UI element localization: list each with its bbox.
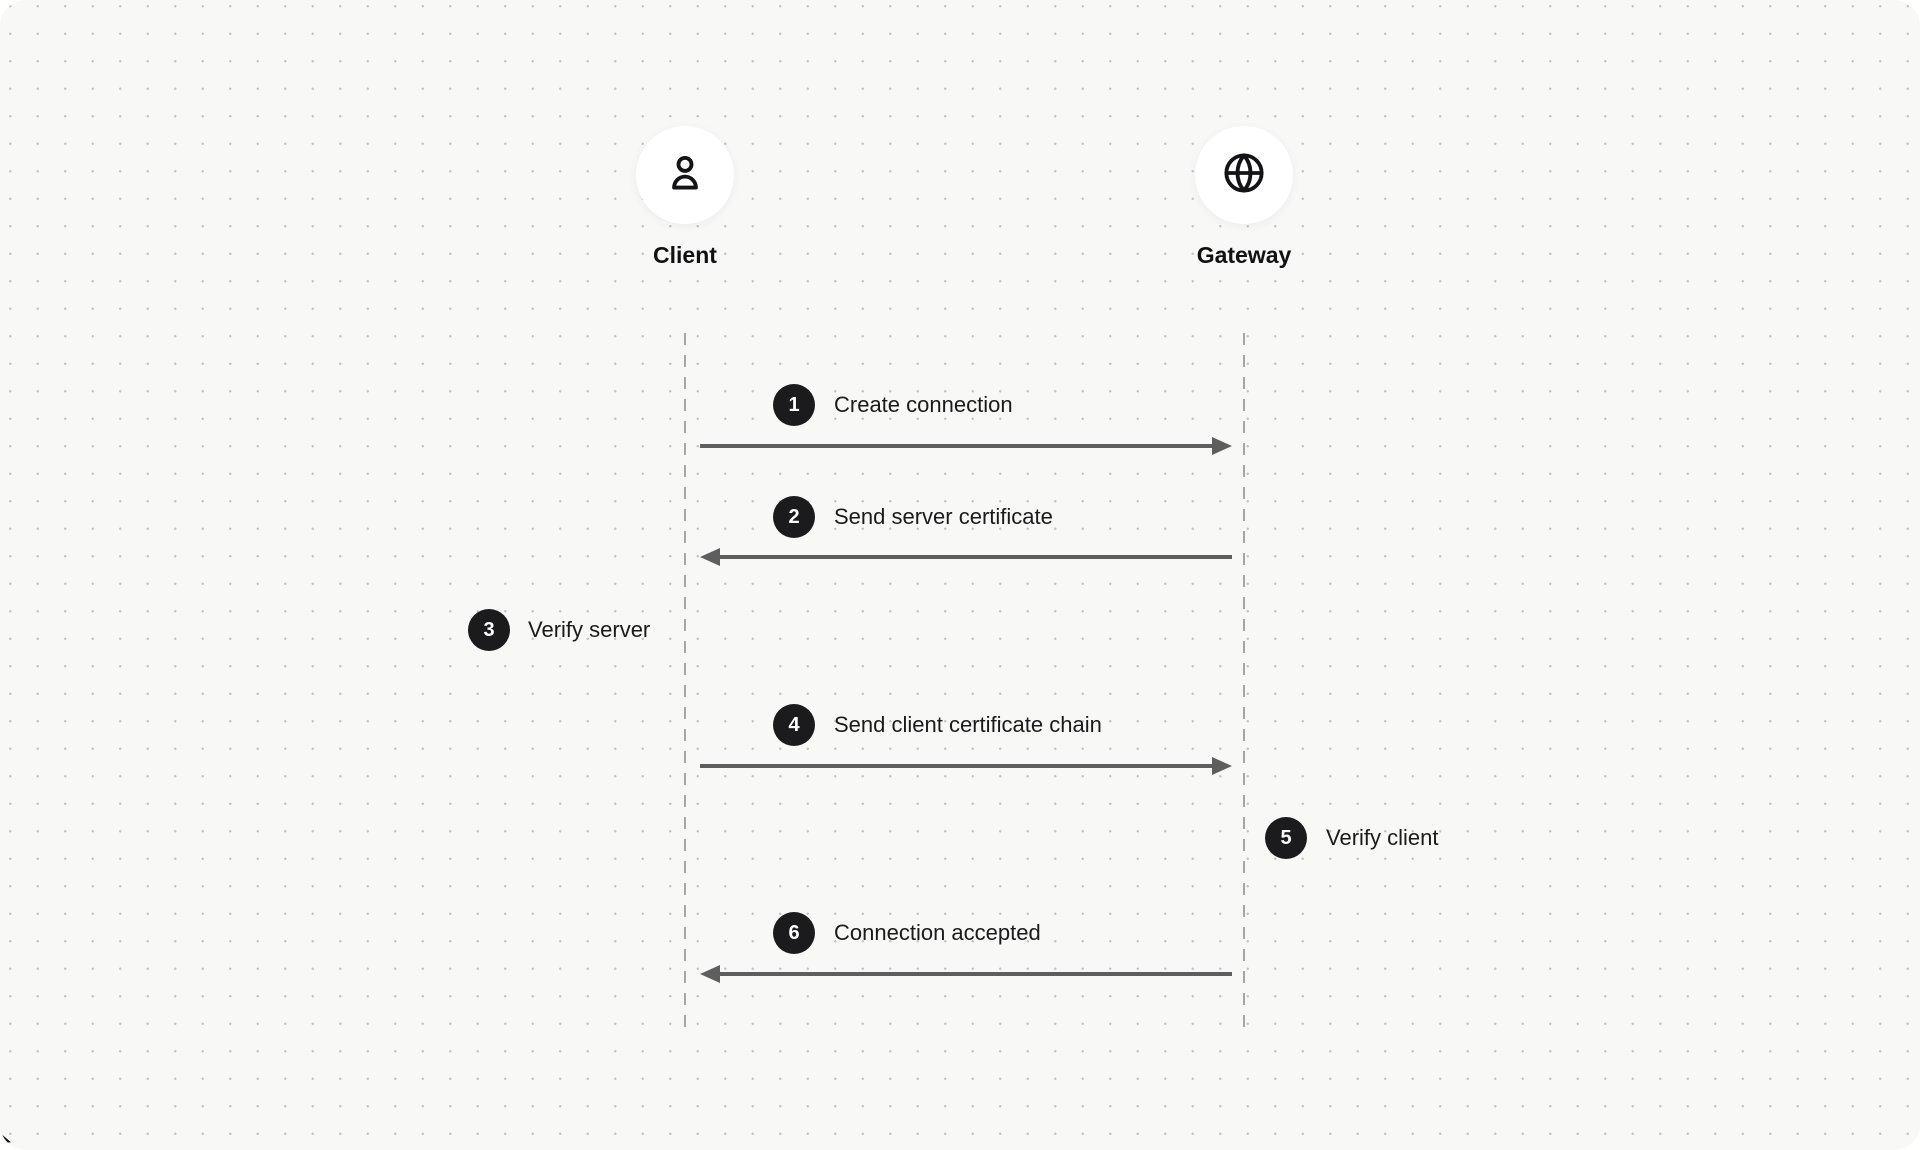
gateway-avatar <box>1195 126 1293 224</box>
step-badge-3: 3 <box>468 609 510 651</box>
globe-icon <box>1221 150 1267 201</box>
step-label-2: Send server certificate <box>834 504 1053 529</box>
client-label: Client <box>653 242 717 268</box>
arrow-gateway-to-client-2 <box>700 548 1232 566</box>
step-badge-5: 5 <box>1265 817 1307 859</box>
step-label-6: Connection accepted <box>834 920 1041 945</box>
step-label-4: Send client certificate chain <box>834 712 1102 737</box>
user-icon <box>662 150 708 201</box>
arrow-client-to-gateway-4 <box>700 757 1232 775</box>
mouse-cursor-icon <box>0 1132 11 1150</box>
arrow-client-to-gateway-1 <box>700 437 1232 455</box>
client-avatar <box>636 126 734 224</box>
gateway-label: Gateway <box>1196 242 1292 268</box>
step-badge-2: 2 <box>773 496 815 538</box>
arrow-gateway-to-client-6 <box>700 965 1232 983</box>
gateway-lifeline <box>1243 333 1245 1029</box>
step-label-3: Verify server <box>528 617 651 642</box>
step-badge-1: 1 <box>773 384 815 426</box>
step-label-1: Create connection <box>834 392 1013 417</box>
step-badge-6: 6 <box>773 912 815 954</box>
step-label-5: Verify client <box>1326 825 1439 850</box>
step-badge-4: 4 <box>773 704 815 746</box>
client-lifeline <box>684 333 686 1029</box>
